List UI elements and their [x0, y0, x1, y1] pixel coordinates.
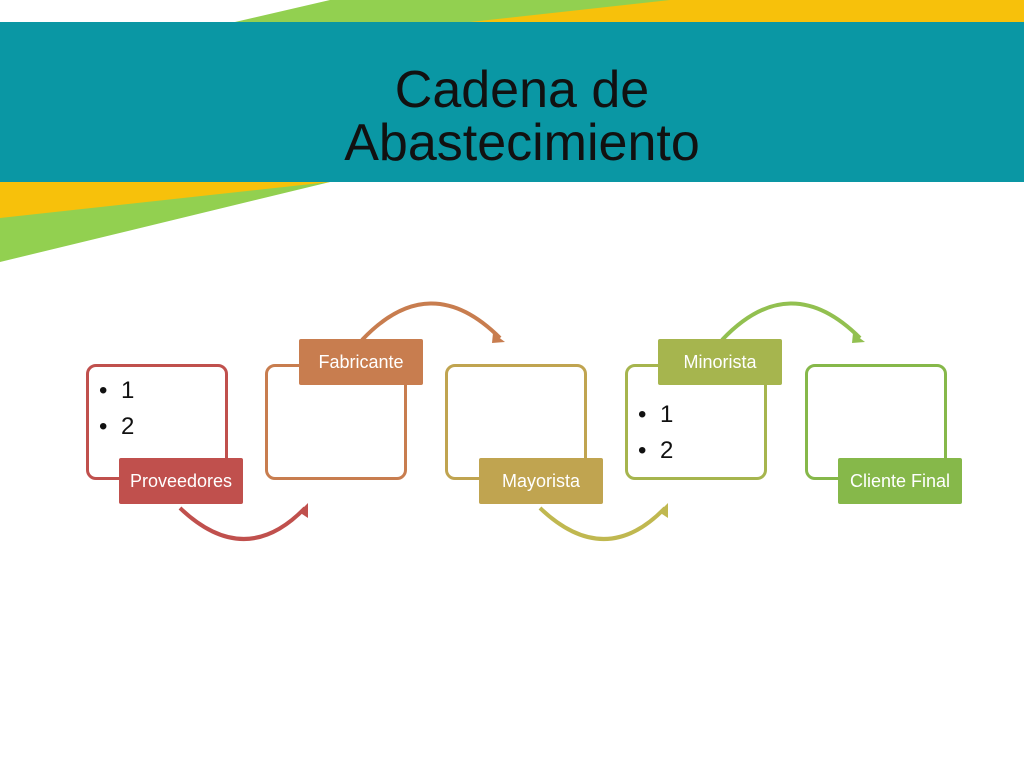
page-title: Cadena de Abastecimiento	[212, 61, 832, 173]
bullet-list-proveedores: 1 2	[99, 373, 134, 445]
stage-label-proveedores: Proveedores	[119, 458, 243, 504]
stage-label-minorista: Minorista	[658, 339, 782, 385]
arrow-proveedores-to-fabricante	[178, 506, 307, 541]
curved-arrow-icon	[492, 333, 505, 343]
curved-arrow-icon	[852, 333, 865, 343]
curved-arrow-icon	[659, 503, 668, 518]
top-yellow-stripe	[470, 0, 1024, 22]
stage-label-fabricante: Fabricante	[299, 339, 423, 385]
arrow-fabricante-to-mayorista	[360, 301, 502, 342]
arrow-mayorista-to-minorista	[538, 506, 667, 541]
bullet-item: 1	[99, 373, 134, 409]
bottom-yellow-stripe	[0, 182, 330, 218]
title-line-2: Abastecimiento	[344, 114, 700, 173]
bullet-item: 2	[99, 409, 134, 445]
curved-arrow-icon	[299, 503, 308, 518]
bullet-item: 1	[638, 397, 673, 433]
bullet-item: 2	[638, 433, 673, 469]
bullet-list-minorista: 1 2	[638, 397, 673, 469]
title-line-1: Cadena de	[394, 61, 650, 119]
teal-header-band	[0, 22, 1024, 182]
stage-label-cliente-final: Cliente Final	[838, 458, 962, 504]
arrow-minorista-to-cliente	[720, 301, 862, 342]
stage-label-mayorista: Mayorista	[479, 458, 603, 504]
